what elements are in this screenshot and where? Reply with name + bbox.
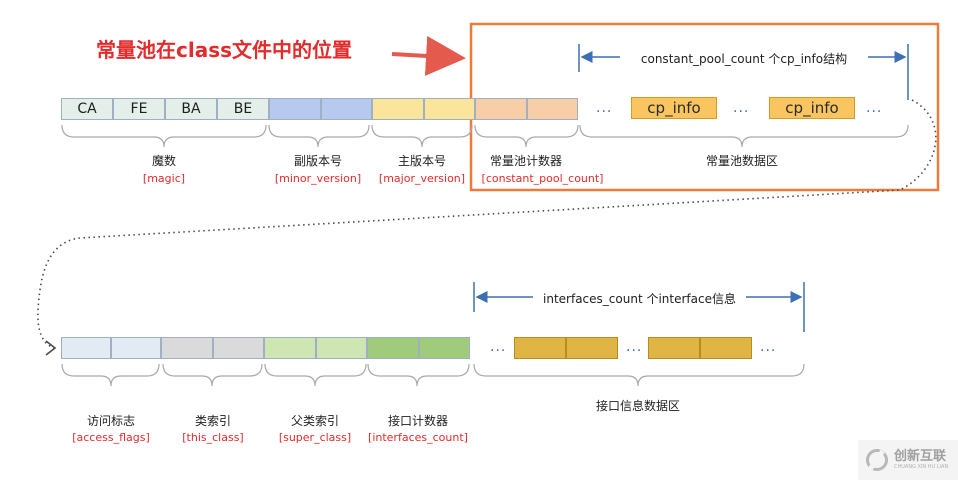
magic-label: 魔数: [151, 154, 176, 168]
watermark-logo: 创新互联 CHUANG XIN HU LIAN: [858, 440, 958, 480]
cp-span-label: constant_pool_count 个cp_info结构: [624, 50, 864, 67]
major-version-field-name: [major_version]: [378, 172, 466, 185]
diagram-title: 常量池在class文件中的位置: [96, 38, 353, 62]
cp-info-box: cp_info: [769, 97, 855, 119]
access-flags-label: 访问标志: [86, 414, 135, 428]
watermark-icon: [866, 449, 888, 471]
cp-count-field-name: [constant_pool_count]: [481, 172, 604, 185]
iface-area-label: 接口信息数据区: [595, 399, 680, 413]
iface-ellipsis: ...: [626, 339, 643, 355]
this-class-cell: [161, 337, 213, 359]
iface-info-cell: [514, 337, 566, 359]
magic-byte-ca: CA: [61, 98, 113, 120]
top-braces: [61, 124, 909, 148]
minor-version-cell: [269, 98, 321, 120]
magic-field-name: [magic]: [142, 172, 186, 185]
bottom-braces: [61, 363, 805, 387]
cp-ellipsis: ...: [866, 100, 883, 116]
access-flags-cell: [111, 337, 161, 359]
iface-count-label: 接口计数器: [387, 414, 448, 428]
iface-span-label: interfaces_count 个interface信息: [533, 290, 746, 307]
iface-count-cell: [419, 337, 470, 359]
cp-ellipsis: ...: [733, 100, 750, 116]
cp-count-label: 常量池计数器: [489, 154, 562, 168]
this-class-cell: [213, 337, 264, 359]
iface-ellipsis: ...: [760, 339, 777, 355]
cp-info-box: cp_info: [631, 97, 717, 119]
iface-info-cell: [700, 337, 752, 359]
watermark-subtext: CHUANG XIN HU LIAN: [894, 464, 949, 470]
cp-ellipsis: ...: [596, 100, 613, 116]
this-class-field-name: [this_class]: [182, 431, 244, 444]
super-class-cell: [264, 337, 316, 359]
magic-byte-ba: BA: [165, 98, 217, 120]
iface-count-field-name: [interfaces_count]: [368, 431, 468, 444]
super-class-field-name: [super_class]: [278, 431, 352, 444]
major-version-cell: [372, 98, 424, 120]
minor-version-field-name: [minor_version]: [274, 172, 362, 185]
title-arrow: [391, 35, 466, 76]
cp-area-label: 常量池数据区: [705, 154, 778, 168]
iface-info-cell: [566, 337, 618, 359]
this-class-label: 类索引: [194, 414, 231, 428]
access-flags-field-name: [access_flags]: [72, 431, 150, 444]
magic-byte-be: BE: [217, 98, 269, 120]
major-version-cell: [424, 98, 475, 120]
iface-ellipsis: ...: [490, 339, 507, 355]
minor-version-cell: [321, 98, 372, 120]
cp-count-cell: [527, 98, 578, 120]
watermark-text: 创新互联: [894, 449, 947, 464]
super-class-label: 父类索引: [290, 414, 339, 428]
minor-version-label: 副版本号: [293, 154, 342, 168]
iface-info-cell: [648, 337, 700, 359]
major-version-label: 主版本号: [397, 154, 446, 168]
super-class-cell: [316, 337, 367, 359]
magic-byte-fe: FE: [113, 98, 165, 120]
cp-count-cell: [475, 98, 527, 120]
access-flags-cell: [61, 337, 111, 359]
iface-count-cell: [367, 337, 419, 359]
